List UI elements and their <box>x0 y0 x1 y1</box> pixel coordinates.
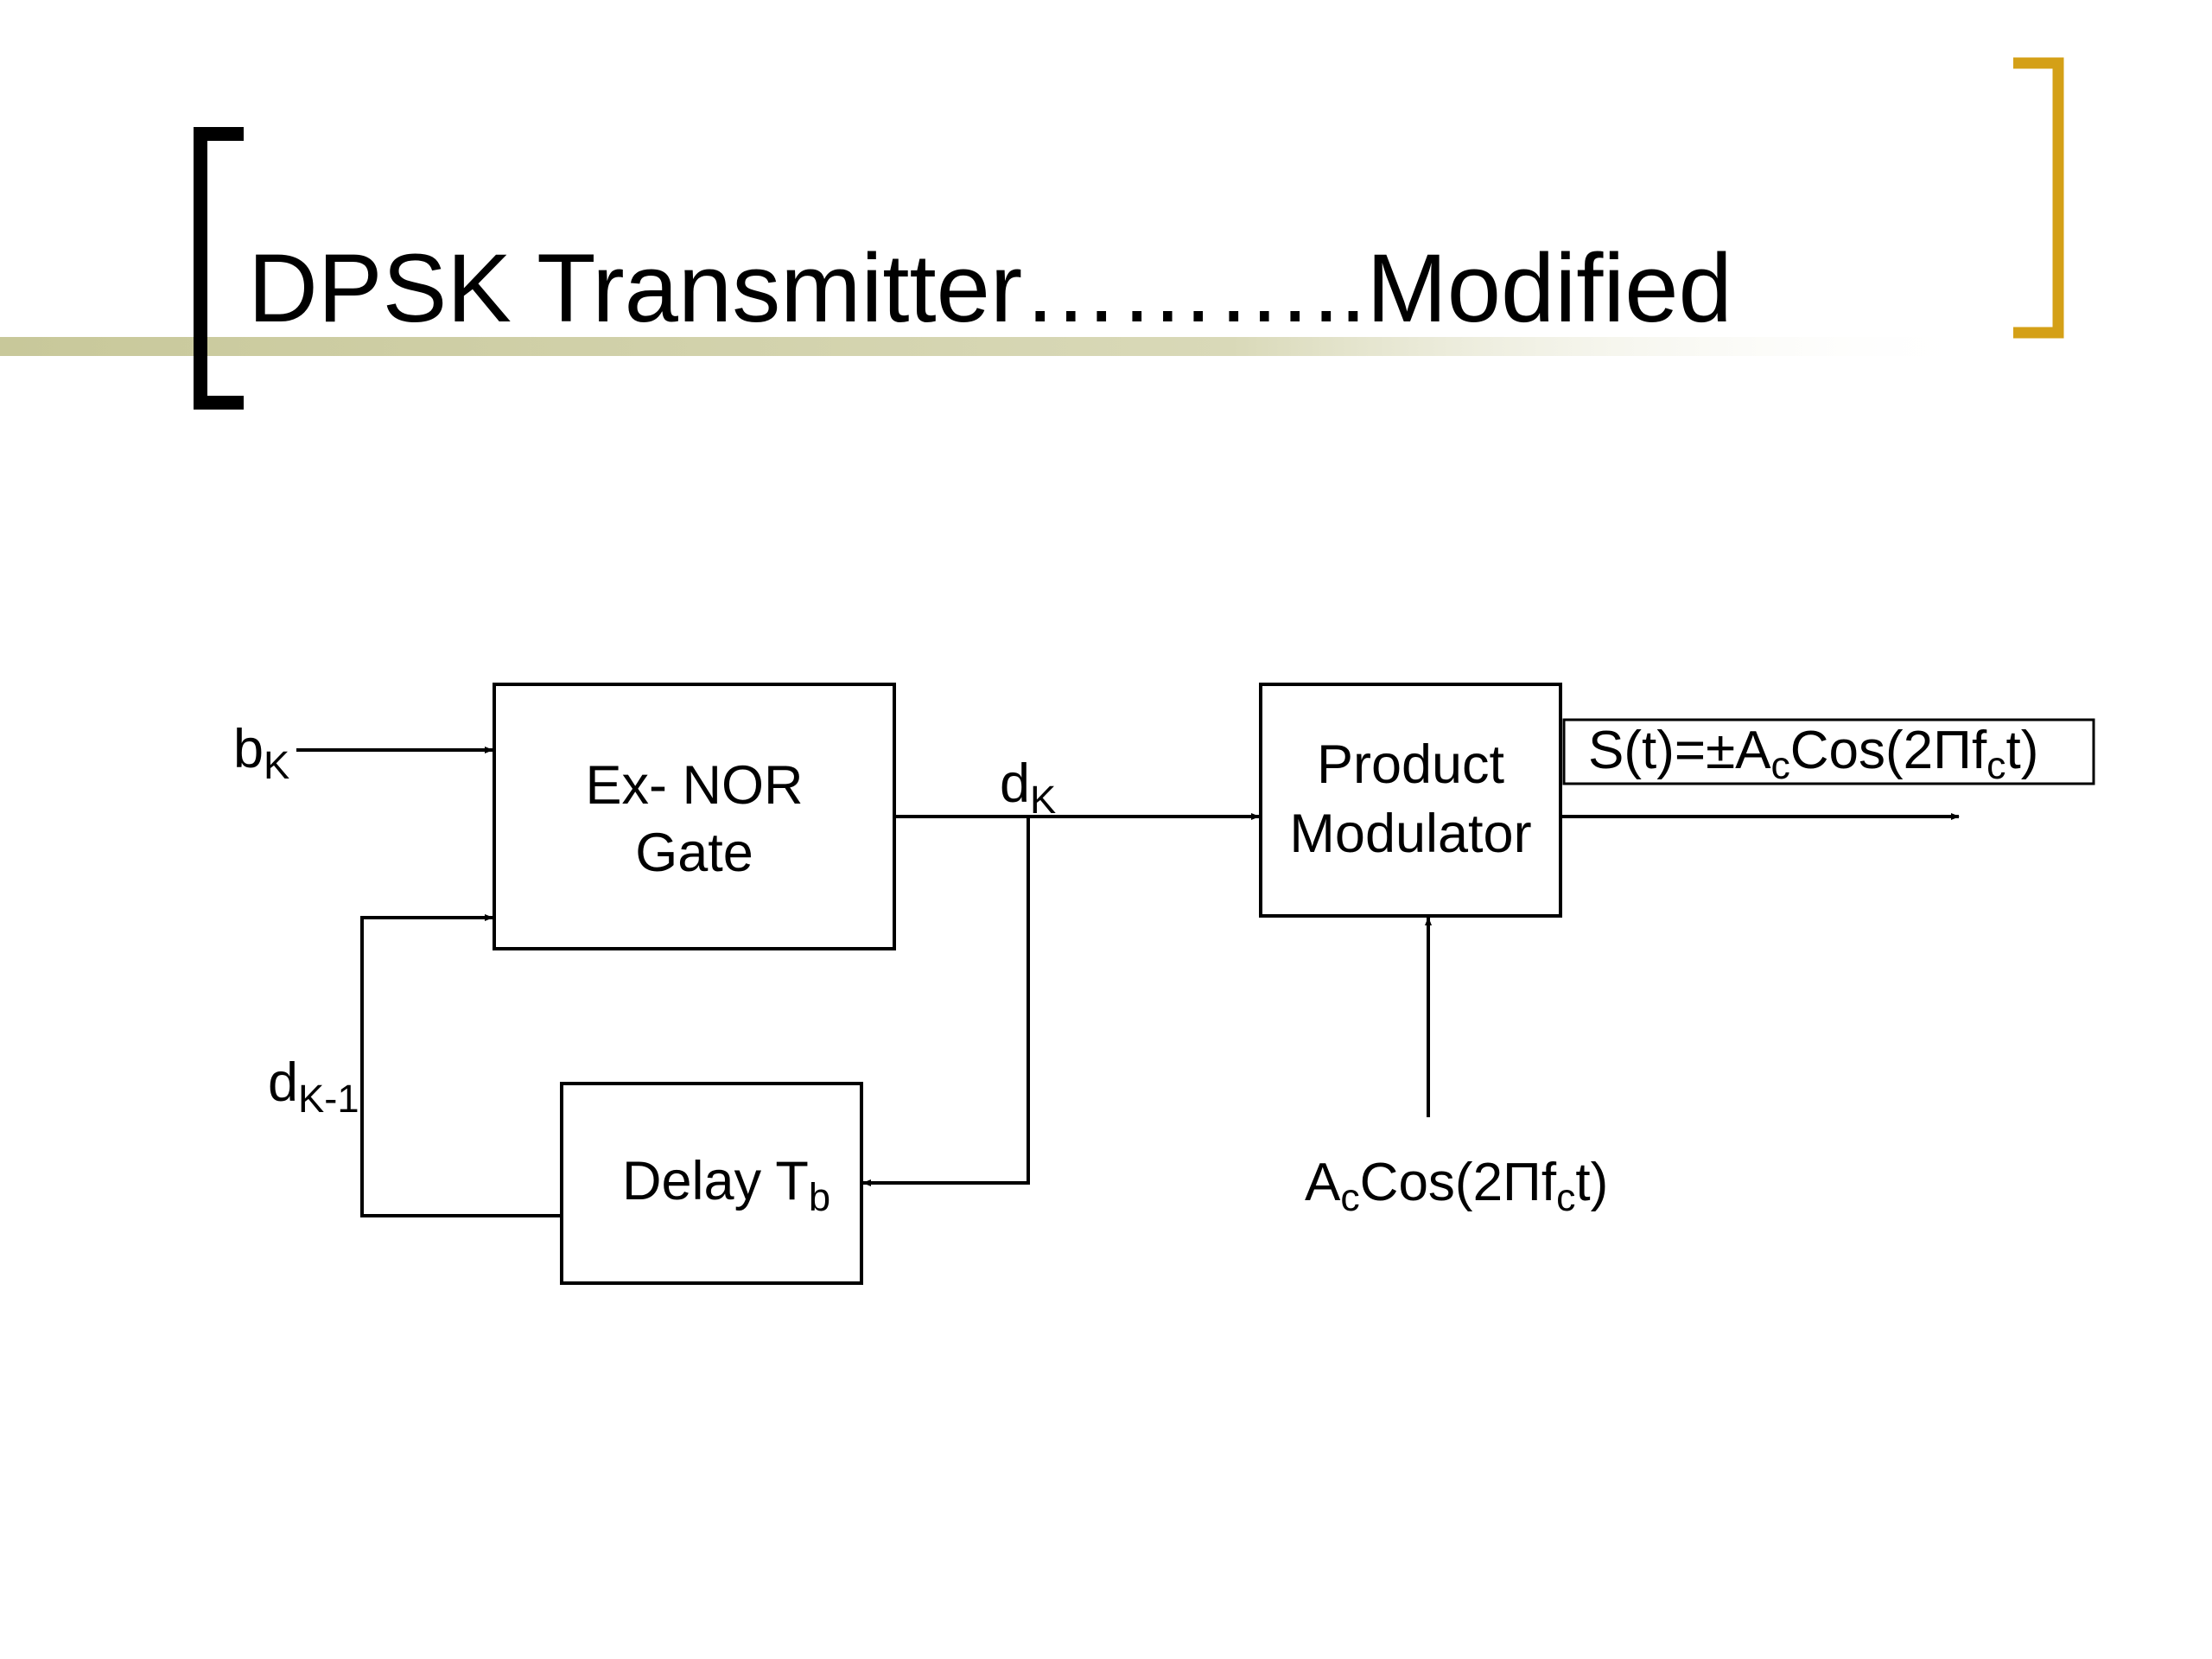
dk1-label: dK-1 <box>268 1056 359 1118</box>
exnor-gate-label: Ex- NOR Gate <box>494 752 894 887</box>
delay-block <box>560 1082 863 1285</box>
delay-label: Delay Tb <box>622 1151 830 1217</box>
dk1-label-sub: K-1 <box>298 1076 359 1121</box>
carrier-signal-label: AcCos(2Πfct) <box>1305 1153 1609 1218</box>
dk1-feedback-wire <box>360 914 562 1217</box>
dk-label: dK <box>1000 757 1056 819</box>
output-sub2: c <box>1986 745 2006 788</box>
product-modulator-block <box>1259 683 1562 918</box>
output-part2: Cos(2Πf <box>1789 721 1987 780</box>
output-part1: S(t)=±A <box>1588 721 1771 780</box>
exnor-label-line2: Gate <box>635 823 753 883</box>
dk-label-sub: K <box>1030 777 1057 822</box>
output-signal-label: S(t)=±AcCos(2Πfct) <box>1588 721 2039 786</box>
delay-label-main: Delay T <box>622 1151 809 1211</box>
left-bracket-icon <box>194 127 244 410</box>
carrier-part1: A <box>1305 1153 1341 1212</box>
title-accent-bar <box>0 337 1987 356</box>
dk-feedback-wire <box>862 817 1030 1186</box>
dk1-label-main: d <box>268 1052 299 1113</box>
exnor-label-line1: Ex- NOR <box>585 755 804 816</box>
product-modulator-label: Product Modulator <box>1261 730 1560 868</box>
output-sub1: c <box>1770 745 1790 788</box>
modulator-label-line1: Product <box>1316 734 1505 795</box>
dk-label-main: d <box>1000 753 1031 814</box>
carrier-part3: t) <box>1575 1153 1609 1212</box>
modulator-label-line2: Modulator <box>1289 804 1532 864</box>
output-label-box <box>1562 718 2095 785</box>
bk-label: bK <box>233 719 289 785</box>
output-part3: t) <box>2005 721 2039 780</box>
carrier-sub1: c <box>1340 1177 1360 1220</box>
carrier-part2: Cos(2Πf <box>1359 1153 1557 1212</box>
bk-label-main: b <box>233 719 264 779</box>
delay-label-sub: b <box>808 1174 831 1219</box>
slide-title: DPSK Transmitter………..Modified <box>248 234 1732 342</box>
bk-label-sub: K <box>264 742 290 787</box>
right-bracket-icon <box>2013 57 2064 339</box>
carrier-sub2: c <box>1556 1177 1576 1220</box>
